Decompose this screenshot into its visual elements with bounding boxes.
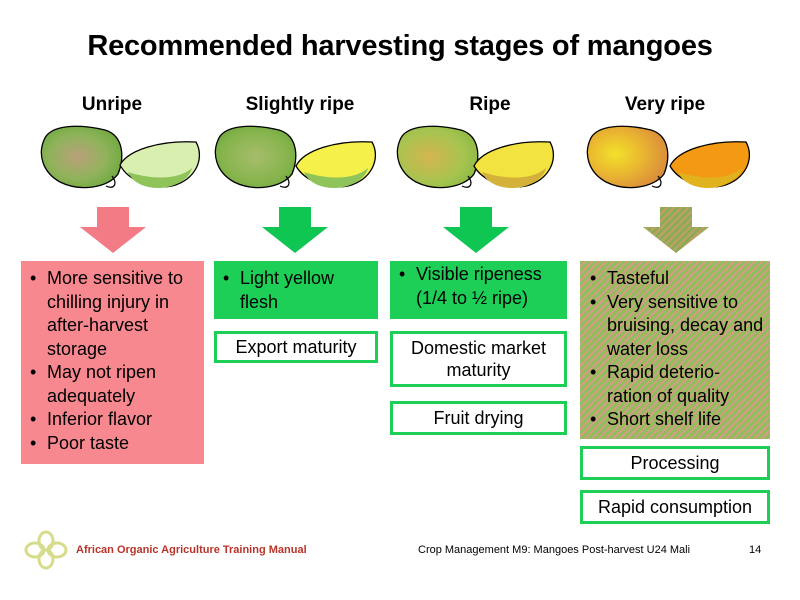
mango-icon	[214, 125, 377, 189]
page-title: Recommended harvesting stages of mangoes	[87, 30, 713, 62]
note-item: Light yellow flesh	[223, 267, 372, 314]
use-consumption-box: Rapid consumption	[580, 490, 770, 524]
logo-knot-icon	[24, 530, 68, 570]
stage-label-unripe: Unripe	[81, 94, 143, 115]
down-arrow-icon	[643, 207, 709, 253]
use-export-box: Export maturity	[214, 331, 378, 363]
note-item: May not ripen adequately	[30, 361, 196, 408]
note-item: Poor taste	[30, 432, 196, 456]
use-drying-box: Fruit drying	[390, 401, 567, 435]
slightly-ripe-notes-box: Light yellow flesh	[214, 261, 378, 319]
stage-label-slightly-ripe: Slightly ripe	[245, 94, 355, 115]
down-arrow-icon	[80, 207, 146, 253]
down-arrow-icon	[443, 207, 509, 253]
note-item: Rapid deterio-ration of quality	[590, 361, 764, 408]
mango-icon	[396, 125, 555, 189]
stage-label-ripe: Ripe	[469, 94, 511, 115]
note-item: More sensitive to chilling injury in aft…	[30, 267, 196, 361]
down-arrow-icon	[262, 207, 328, 253]
page-number: 14	[749, 544, 762, 556]
note-item: Short shelf life	[590, 408, 764, 432]
stage-label-very-ripe: Very ripe	[624, 94, 706, 115]
note-item: Tasteful	[590, 267, 764, 291]
mango-icon	[40, 125, 201, 189]
unripe-notes-box: More sensitive to chilling injury in aft…	[21, 261, 204, 464]
ripe-notes-box: Visible ripeness (1/4 to ½ ripe)	[390, 261, 567, 319]
footer-manual-title: African Organic Agriculture Training Man…	[76, 544, 307, 556]
mango-icon	[586, 125, 751, 189]
very-ripe-notes-box: Tasteful Very sensitive to bruising, dec…	[580, 261, 770, 439]
note-item: Very sensitive to bruising, decay and wa…	[590, 291, 764, 362]
note-item: Inferior flavor	[30, 408, 196, 432]
footer-module: Crop Management M9: Mangoes Post-harvest…	[418, 544, 691, 556]
use-processing-box: Processing	[580, 446, 770, 480]
use-domestic-box: Domestic market maturity	[390, 331, 567, 387]
note-item: Visible ripeness (1/4 to ½ ripe)	[399, 263, 561, 310]
